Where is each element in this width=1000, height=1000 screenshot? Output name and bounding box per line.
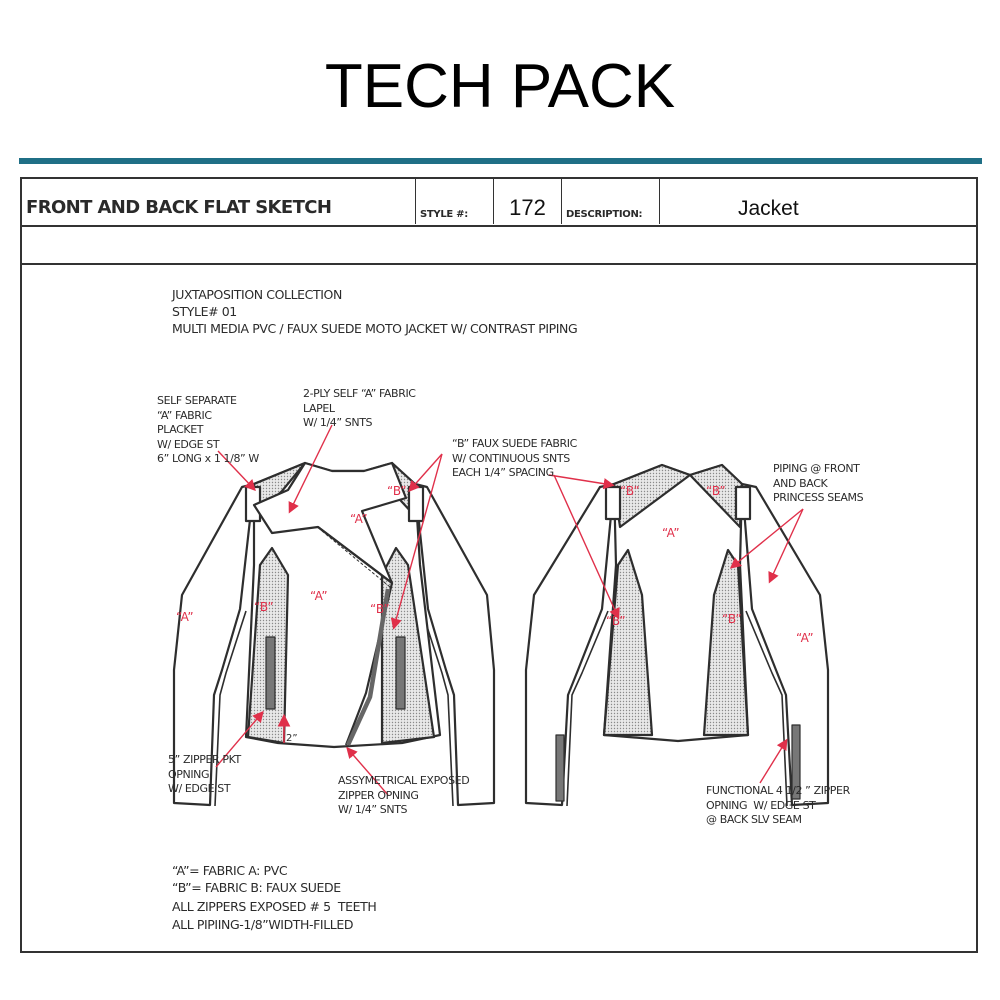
front-side-left-label: “B” — [254, 600, 274, 614]
front-yoke-label: “B” — [387, 484, 407, 498]
callout-suede: “B” FAUX SUEDE FABRIC W/ CONTINUOUS SNTS… — [452, 437, 577, 480]
annotation-arrows — [215, 424, 804, 796]
style-value-cell: 172 — [494, 179, 562, 224]
back-side-right-label: “B” — [722, 612, 742, 626]
back-jacket-sketch — [524, 463, 830, 807]
back-sleeve-right-label: “A” — [796, 631, 814, 645]
back-yoke-right-label: “B” — [706, 484, 726, 498]
back-body-label: “A” — [662, 526, 680, 540]
back-yoke-left-label: “B” — [620, 484, 640, 498]
accent-bar — [19, 158, 982, 164]
legend-piping: ALL PIPIING-1/8”WIDTH-FILLED — [172, 917, 354, 932]
description-value: Jacket — [738, 197, 799, 220]
front-collar-label: “A” — [350, 512, 368, 526]
front-sleeve-left-label: “A” — [176, 610, 194, 624]
section-title-cell: FRONT AND BACK FLAT SKETCH — [22, 179, 416, 224]
back-side-left-label: “B” — [606, 614, 626, 628]
description-value-cell: Jacket — [660, 179, 978, 224]
page-title: TECH PACK — [324, 52, 676, 121]
collection-style: STYLE# 01 — [172, 304, 237, 319]
callout-lapel: 2-PLY SELF “A” FABRIC LAPEL W/ 1/4” SNTS — [303, 387, 416, 430]
tech-pack-sheet: FRONT AND BACK FLAT SKETCH STYLE #: 172 … — [20, 177, 978, 953]
collection-name: JUXTAPOSITION COLLECTION — [172, 287, 342, 302]
collection-description: MULTI MEDIA PVC / FAUX SUEDE MOTO JACKET… — [172, 321, 578, 336]
callout-placket: SELF SEPARATE “A” FABRIC PLACKET W/ EDGE… — [157, 394, 259, 466]
callout-sleeve-zipper: FUNCTIONAL 4 1/2 ” ZIPPER OPNING W/ EDGE… — [706, 784, 850, 827]
pocket-offset-label: 2” — [286, 733, 298, 744]
style-number: 172 — [509, 195, 546, 220]
sketch-area: “A” “A” “A” “B” “B” “B” “B” “B” “A” “B” … — [22, 265, 976, 951]
description-label-cell: DESCRIPTION: — [562, 179, 660, 224]
legend-fabric-a: “A”= FABRIC A: PVC — [172, 863, 288, 878]
callout-zipper-pocket: 5” ZIPPER PKT OPNING W/ EDGE ST — [168, 753, 241, 796]
callout-piping: PIPING @ FRONT AND BACK PRINCESS SEAMS — [773, 462, 864, 505]
header-row: FRONT AND BACK FLAT SKETCH STYLE #: 172 … — [22, 179, 976, 227]
style-label-cell: STYLE #: — [416, 179, 494, 224]
legend-fabric-b: “B”= FABRIC B: FAUX SUEDE — [172, 880, 341, 895]
callout-asym-zipper: ASSYMETRICAL EXPOSED ZIPPER OPNING W/ 1/… — [338, 774, 470, 817]
flat-sketch-drawing: “A” “A” “A” “B” “B” “B” “B” “B” “A” “B” … — [172, 424, 830, 807]
front-jacket-sketch — [172, 461, 496, 807]
legend-zippers: ALL ZIPPERS EXPOSED # 5 TEETH — [172, 899, 377, 914]
description-label: DESCRIPTION: — [566, 209, 643, 220]
front-body-label: “A” — [310, 589, 328, 603]
section-title: FRONT AND BACK FLAT SKETCH — [26, 197, 332, 218]
style-label: STYLE #: — [420, 209, 468, 220]
front-side-right-label: “B” — [370, 602, 390, 616]
blank-row — [22, 227, 976, 265]
fabric-labels: “A” “A” “A” “B” “B” “B” “B” “B” “A” “B” … — [176, 484, 814, 744]
